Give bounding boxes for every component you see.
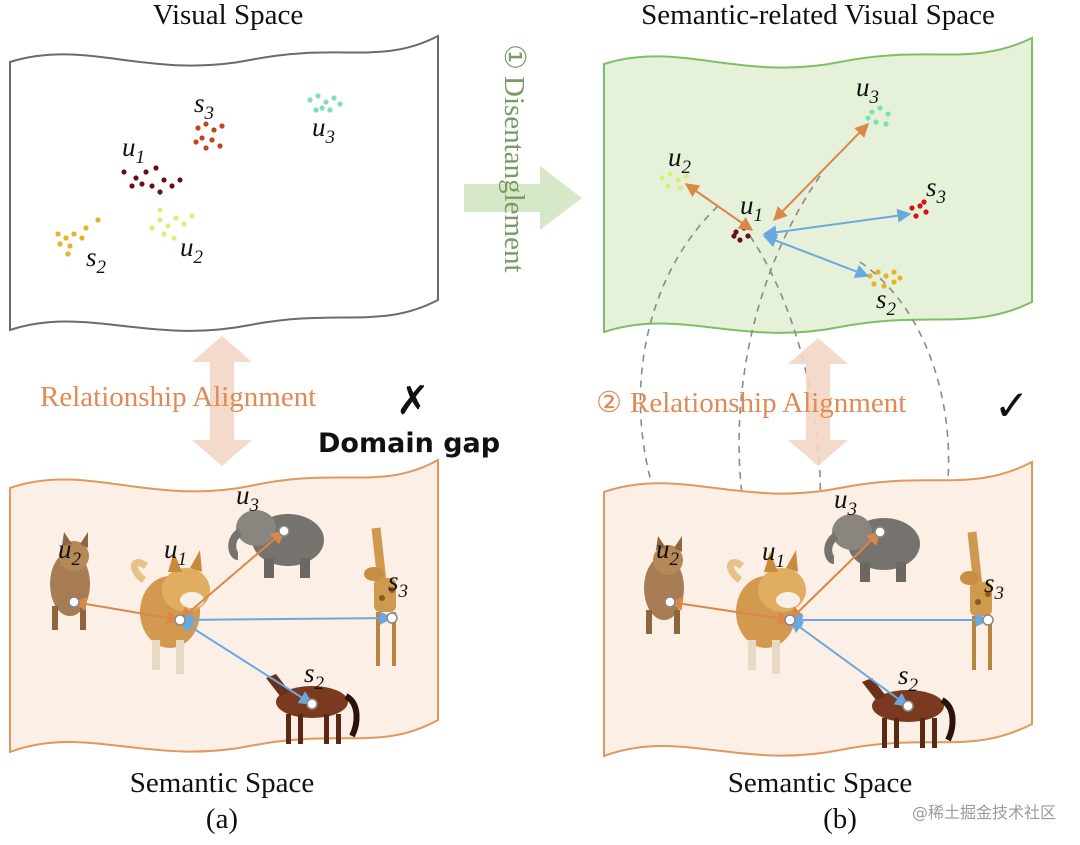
cluster-u1-a <box>121 165 183 195</box>
arrow-u1-s3-b <box>762 208 912 240</box>
label-u2-a: u2 <box>180 232 204 268</box>
anchor-points-a <box>68 525 398 710</box>
label-s2-a: s2 <box>86 242 107 278</box>
disentanglement-connector: ①Disentanglement <box>464 44 582 273</box>
disentanglement-label: ①Disentanglement <box>498 44 530 273</box>
anchor-points-b <box>664 526 994 712</box>
label-s3-a: s3 <box>194 88 214 124</box>
svg-text:u1: u1 <box>740 190 763 226</box>
svg-text:u1: u1 <box>164 534 187 570</box>
svg-text:s3: s3 <box>194 88 214 124</box>
label-u2-b-sem: u2 <box>656 534 680 570</box>
label-u3-b: u3 <box>856 72 879 108</box>
label-u2-b: u2 <box>668 142 692 178</box>
visual-space-sheet <box>9 34 439 332</box>
alignment-double-arrow-a <box>192 336 252 466</box>
arrow-u1-s2-b-sem <box>788 619 910 707</box>
panel-a-caption: (a) <box>206 803 238 835</box>
panel-a-top-title: Visual Space <box>153 0 303 31</box>
label-u1-b: u1 <box>740 190 763 226</box>
label-u3-a-sem: u3 <box>236 480 259 516</box>
arrow-u1-u2-b-sem <box>668 596 792 626</box>
giraffe-icon <box>960 531 992 670</box>
svg-text:u1: u1 <box>762 536 785 572</box>
cluster-u3-b <box>865 105 891 127</box>
svg-text:s2: s2 <box>304 658 325 694</box>
label-s3-a-sem: s3 <box>388 566 408 602</box>
panel-b-bottom-title: Semantic Space <box>728 767 912 799</box>
svg-text:u3: u3 <box>856 72 879 108</box>
svg-text:u3: u3 <box>236 480 259 516</box>
check-icon: ✓ <box>994 384 1029 430</box>
cross-icon: ✗ <box>396 378 430 423</box>
label-s2-b-sem: s2 <box>898 660 919 696</box>
arrow-u1-u3-b-sem <box>788 531 882 621</box>
svg-text:u3: u3 <box>834 484 857 520</box>
svg-text:s2: s2 <box>898 660 919 696</box>
giraffe-icon <box>364 527 396 666</box>
cluster-u3-a <box>307 93 343 113</box>
label-u1-b-sem: u1 <box>762 536 785 572</box>
alignment-double-arrow-b <box>788 338 848 466</box>
domain-gap-label: Domain gap <box>318 428 500 459</box>
label-s2-b: s2 <box>876 284 897 320</box>
arrow-u1-s2-b <box>762 233 870 279</box>
svg-text:u1: u1 <box>122 132 145 168</box>
panel-b: Semantic-related Visual Space <box>596 0 1033 835</box>
arrow-u1-s2-a <box>178 619 314 705</box>
cluster-s3-b <box>909 199 929 219</box>
svg-text:u2: u2 <box>58 534 82 570</box>
svg-text:u2: u2 <box>180 232 204 268</box>
svg-text:s3: s3 <box>926 172 946 208</box>
arrow-u1-u2-a <box>72 597 182 625</box>
svg-text:s3: s3 <box>388 566 408 602</box>
label-s3-b-sem: s3 <box>984 568 1004 604</box>
cluster-u2-a <box>149 207 195 241</box>
svg-text:s2: s2 <box>876 284 897 320</box>
panel-b-caption: (b) <box>823 803 857 835</box>
panel-b-top-title: Semantic-related Visual Space <box>641 0 995 31</box>
label-u1-a: u1 <box>122 132 145 168</box>
svg-text:s2: s2 <box>86 242 107 278</box>
cluster-s2-a <box>55 217 101 257</box>
arrow-u1-u3-b <box>773 122 869 222</box>
label-u3-b-sem: u3 <box>834 484 857 520</box>
svg-text:s3: s3 <box>984 568 1004 604</box>
cluster-u2-b <box>659 171 689 191</box>
svg-text:u2: u2 <box>656 534 680 570</box>
watermark: @稀土掘金技术社区 <box>912 803 1056 822</box>
svg-text:u2: u2 <box>668 142 692 178</box>
label-u1-a-sem: u1 <box>164 534 187 570</box>
label-s3-b: s3 <box>926 172 946 208</box>
label-s2-a-sem: s2 <box>304 658 325 694</box>
cluster-s3-a <box>193 121 225 151</box>
svg-text:u3: u3 <box>312 112 335 148</box>
label-u2-a-sem: u2 <box>58 534 82 570</box>
panel-a-bottom-title: Semantic Space <box>130 767 314 799</box>
arrow-u1-u2-b <box>684 183 754 231</box>
arrow-u1-u3-a <box>178 530 286 621</box>
relationship-label-a: Relationship Alignment <box>40 381 316 413</box>
panel-a: Visual Space s3 <box>9 0 500 835</box>
label-u3-a: u3 <box>312 112 335 148</box>
disentanglement-arrow <box>464 166 582 230</box>
